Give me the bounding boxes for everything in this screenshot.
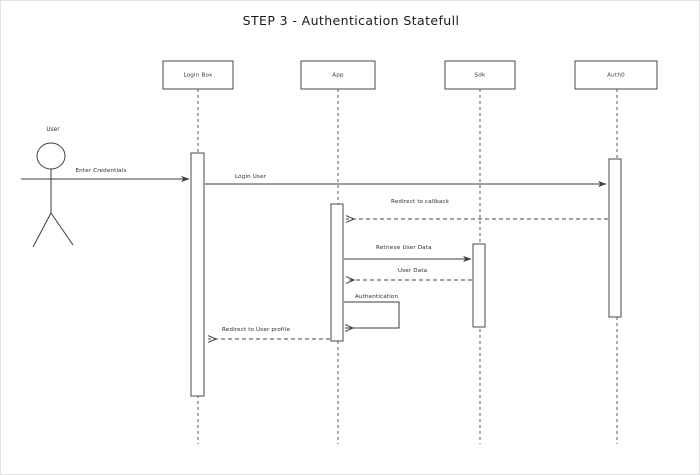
lifelines-group: [197, 89, 618, 444]
message-label-retrieve-user-data: Retrieve User Data: [376, 245, 432, 251]
message-label-authentication: Authentication: [355, 294, 398, 300]
participant-box-rect: [162, 60, 234, 90]
message-login-user: Login User: [205, 174, 607, 188]
message-label-redirect-to-callback: Redirect to callback: [391, 199, 450, 205]
activation-bar-login-box: [190, 152, 205, 397]
actor-label: User: [46, 127, 60, 133]
diagram-title: STEP 3 - Authentication Statefull: [243, 13, 460, 28]
participant-box-rect: [444, 60, 516, 90]
message-user-data: User Data: [346, 268, 472, 280]
message-redirect-to-callback: Redirect to callback: [346, 199, 608, 219]
activation-bar-auth0: [608, 158, 622, 318]
activation-bar-app: [330, 203, 344, 342]
participant-box-rect: [300, 60, 376, 90]
message-label-login-user: Login User: [235, 174, 267, 180]
participant-label-app: App: [332, 73, 344, 79]
participant-auth0[interactable]: Auth0: [574, 60, 658, 90]
participant-sdk[interactable]: Sdk: [444, 60, 516, 90]
actor-user: User: [23, 127, 81, 248]
participant-app[interactable]: App: [300, 60, 376, 90]
actor-head-icon: [36, 142, 66, 170]
participant-box-rect: [574, 60, 658, 90]
activation-bars-group: [190, 152, 622, 397]
participant-label-login-box: Login Box: [183, 73, 213, 79]
message-retrieve-user-data: Retrieve User Data: [344, 245, 472, 263]
participant-label-sdk: Sdk: [475, 73, 487, 79]
message-self-loop: [344, 301, 400, 328]
actor-leg-left-icon: [32, 212, 52, 248]
participant-login-box[interactable]: Login Box: [162, 60, 234, 90]
message-redirect-to-user-profile: Redirect to User profile: [208, 327, 330, 339]
activation-bar-sdk: [472, 243, 486, 328]
message-label-enter-credentials: Enter Credentials: [75, 168, 126, 174]
participant-label-auth0: Auth0: [607, 73, 625, 79]
message-label-user-data: User Data: [398, 268, 427, 274]
message-enter-credentials: Enter Credentials: [21, 168, 190, 183]
message-label-redirect-to-user-profile: Redirect to User profile: [222, 327, 290, 333]
actor-leg-right-icon: [50, 212, 74, 246]
message-authentication: Authentication: [344, 294, 400, 328]
